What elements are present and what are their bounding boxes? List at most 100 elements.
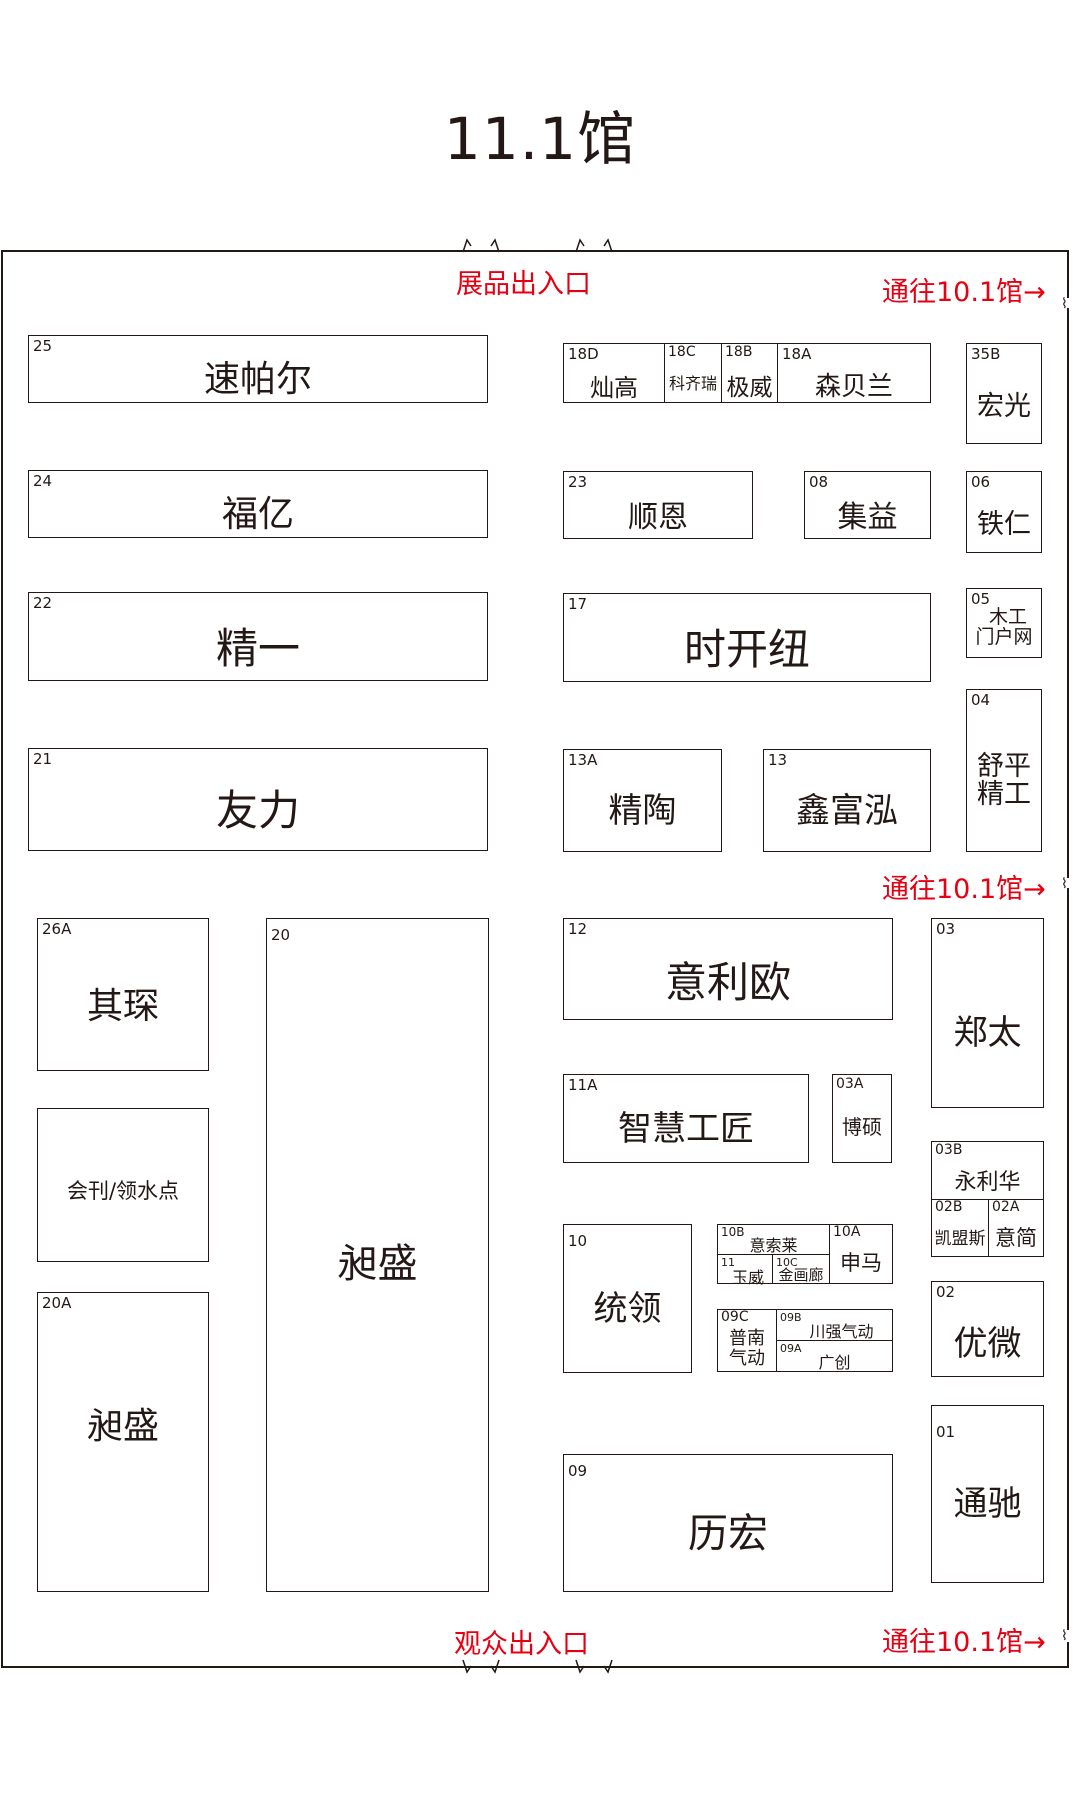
- booth-12[interactable]: 12 意利欧: [563, 918, 893, 1020]
- booth-number: 20: [271, 926, 291, 944]
- wall-break-icon: ⌇: [1061, 876, 1068, 892]
- booth-number: 11: [721, 1256, 735, 1269]
- booth-number: 18B: [725, 344, 753, 360]
- booth-name: 申马: [840, 1251, 882, 1275]
- booth-number: 26A: [42, 920, 72, 938]
- booth-name: 顺恩: [628, 500, 688, 535]
- booth-25[interactable]: 25 速帕尔: [28, 335, 488, 403]
- hall-wall-segment: [1067, 888, 1069, 1630]
- booth-number: 12: [568, 920, 588, 938]
- booth-21[interactable]: 21 友力: [28, 748, 488, 851]
- booth-18d[interactable]: 18D 灿高: [563, 343, 665, 403]
- booth-13a[interactable]: 13A 精陶: [563, 749, 722, 852]
- booth-18a[interactable]: 18A 森贝兰: [777, 343, 931, 403]
- booth-number: 11A: [568, 1076, 598, 1094]
- booth-09[interactable]: 09 历宏: [563, 1454, 893, 1592]
- booth-number: 13: [768, 751, 788, 769]
- visitor-entrance-label: 观众出入口: [454, 1629, 589, 1660]
- booth-number: 10: [568, 1232, 588, 1250]
- door-icon: [462, 238, 500, 253]
- booth-13[interactable]: 13 鑫富泓: [763, 749, 931, 852]
- booth-number: 10B: [721, 1225, 745, 1239]
- hall-wall-segment: [1067, 1642, 1069, 1668]
- booth-name: 意索莱: [749, 1236, 798, 1255]
- booth-18b[interactable]: 18B 极威: [721, 343, 778, 403]
- booth-08[interactable]: 08 集益: [804, 471, 931, 539]
- hall-wall-segment: [1067, 308, 1069, 878]
- booth-number: 02A: [992, 1199, 1020, 1215]
- booth-number: 03: [936, 920, 956, 938]
- booth-20a[interactable]: 20A 昶盛: [37, 1292, 209, 1592]
- booth-number: 03B: [935, 1142, 963, 1158]
- booth-10a[interactable]: 10A 申马: [829, 1224, 893, 1284]
- booth-number: 03A: [836, 1076, 864, 1092]
- booth-name: 意利欧: [664, 958, 791, 1007]
- booth-name: 森贝兰: [814, 372, 893, 402]
- to-hall-label: 通往10.1馆→: [882, 874, 1046, 905]
- booth-35b[interactable]: 35B 宏光: [966, 343, 1042, 444]
- hall-outline: [1, 250, 1068, 1668]
- booth-09c[interactable]: 09C 普南 气动: [717, 1309, 777, 1372]
- booth-name: 统领: [593, 1289, 662, 1329]
- booth-06[interactable]: 06 铁仁: [966, 471, 1042, 553]
- booth-05[interactable]: 05 木工 门户网: [966, 588, 1042, 658]
- booth-03[interactable]: 03 郑太: [931, 918, 1044, 1108]
- booth-name: 通驰: [953, 1484, 1022, 1524]
- booth-number: 35B: [971, 345, 1001, 363]
- booth-02[interactable]: 02 优微: [931, 1281, 1044, 1377]
- hall-title: 11.1馆: [443, 105, 637, 173]
- booth-10b[interactable]: 10B 意索莱: [717, 1224, 830, 1255]
- booth-17[interactable]: 17 时开纽: [563, 593, 931, 682]
- booth-name: 精一: [215, 624, 300, 673]
- booth-18c[interactable]: 18C 科齐瑞: [664, 343, 722, 403]
- booth-number: 18C: [668, 344, 696, 360]
- booth-number: 13A: [568, 751, 598, 769]
- booth-name: 福亿: [221, 494, 294, 535]
- booth-number: 01: [936, 1423, 956, 1441]
- booth-number: 10C: [776, 1256, 798, 1269]
- booth-22[interactable]: 22 精一: [28, 592, 488, 681]
- booth-20[interactable]: 20 昶盛: [266, 918, 489, 1592]
- booth-number: 10A: [833, 1224, 861, 1240]
- booth-name: 智慧工匠: [618, 1109, 754, 1149]
- exhibit-entrance-label: 展品出入口: [456, 269, 591, 300]
- booth-name: 科齐瑞: [668, 374, 717, 393]
- booth-number: 09: [568, 1462, 588, 1480]
- booth-number: 23: [568, 473, 588, 491]
- booth-09a[interactable]: 09A 广创: [776, 1340, 893, 1372]
- booth-02b[interactable]: 02B 凯盟斯: [931, 1199, 989, 1257]
- booth-number: 17: [568, 595, 588, 613]
- booth-10c[interactable]: 10C 金画廊: [772, 1254, 830, 1284]
- booth-01[interactable]: 01 通驰: [931, 1405, 1044, 1583]
- booth-name: 凯盟斯: [934, 1229, 986, 1249]
- booth-09b[interactable]: 09B 川强气动: [776, 1309, 893, 1341]
- door-icon: [575, 1659, 613, 1674]
- booth-23[interactable]: 23 顺恩: [563, 471, 753, 539]
- booth-name: 郑太: [953, 1013, 1022, 1053]
- booth-name: 昶盛: [337, 1241, 418, 1287]
- booth-name: 其琛: [86, 986, 159, 1027]
- booth-11[interactable]: 11 玉威: [717, 1254, 773, 1287]
- booth-number: 02B: [935, 1199, 963, 1215]
- booth-26a[interactable]: 26A 其琛: [37, 918, 209, 1071]
- booth-name: 速帕尔: [203, 359, 312, 400]
- booth-number: 09C: [721, 1309, 749, 1325]
- booth-03b[interactable]: 03B 永利华: [931, 1141, 1044, 1200]
- booth-name: 友力: [215, 786, 300, 835]
- booth-name: 集益: [837, 500, 898, 535]
- booth-number: 18D: [568, 345, 599, 363]
- booth-number: 21: [33, 750, 53, 768]
- booth-number: 09A: [780, 1342, 802, 1355]
- service-point-label: 会刊/领水点: [66, 1179, 180, 1203]
- booth-name-line1: 舒平: [977, 751, 1031, 782]
- booth-name: 宏光: [977, 391, 1031, 422]
- booth-02a[interactable]: 02A 意简: [988, 1199, 1044, 1257]
- service-point[interactable]: 会刊/领水点: [37, 1108, 209, 1262]
- booth-24[interactable]: 24 福亿: [28, 470, 488, 538]
- booth-10[interactable]: 10 统领: [563, 1224, 692, 1373]
- booth-04[interactable]: 04 舒平 精工: [966, 689, 1042, 852]
- booth-number: 20A: [42, 1294, 72, 1312]
- booth-name-line2: 精工: [977, 779, 1031, 810]
- booth-11a[interactable]: 11A 智慧工匠: [563, 1074, 809, 1163]
- booth-03a[interactable]: 03A 博硕: [832, 1074, 892, 1163]
